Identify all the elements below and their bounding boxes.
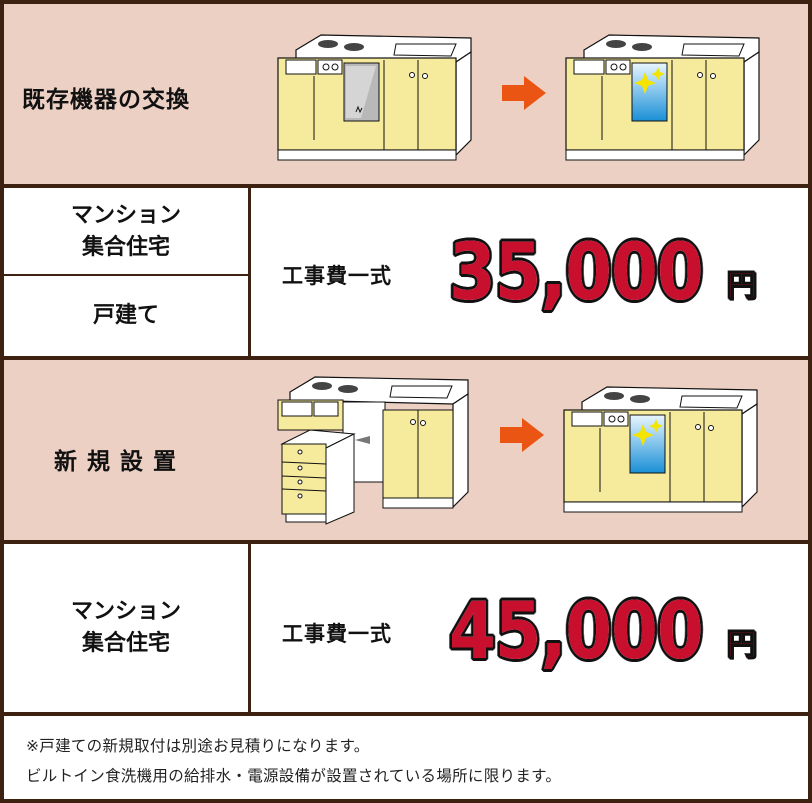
note-line: ※戸建ての新規取付は別途お見積りになります。 <box>26 737 370 755</box>
section-new-install: 新規設置 <box>4 360 808 540</box>
section-replacement: 既存機器の交換 <box>4 4 808 184</box>
price-new-install: 45,000 円 <box>448 587 789 677</box>
divider-vertical <box>248 188 251 356</box>
label-line: マンション <box>70 599 181 624</box>
divider-vertical <box>248 544 251 712</box>
label-detached-house: 戸建て <box>4 276 248 356</box>
price-unit: 円 <box>727 628 758 663</box>
section-title-replacement: 既存機器の交換 <box>22 87 190 113</box>
kitchen-old-dishwasher-illustration <box>277 34 472 161</box>
label-apartment: マンション 集合住宅 <box>4 188 248 276</box>
divider <box>4 356 808 360</box>
section-title-new-install: 新規設置 <box>54 449 186 475</box>
divider <box>4 184 808 188</box>
label-line: マンション <box>70 203 181 228</box>
divider <box>4 712 808 716</box>
arrow-right-icon <box>500 418 544 452</box>
kitchen-new-dishwasher-illustration <box>563 386 758 513</box>
price-amount: 35,000 <box>448 228 704 318</box>
fee-label: 工事費一式 <box>282 264 392 288</box>
divider <box>4 540 808 544</box>
label-line: 集合住宅 <box>81 235 170 260</box>
kitchen-cabinet-removed-illustration <box>277 376 469 525</box>
label-line: 戸建て <box>92 303 159 328</box>
label-line: 集合住宅 <box>81 631 170 656</box>
fee-label: 工事費一式 <box>282 622 392 646</box>
price-replacement: 35,000 円 <box>448 228 789 318</box>
kitchen-new-dishwasher-illustration <box>565 34 760 161</box>
divider <box>4 274 248 276</box>
label-apartment: マンション 集合住宅 <box>4 544 248 712</box>
note-line: ビルトイン食洗機用の給排水・電源設備が設置されている場所に限ります。 <box>26 767 562 785</box>
price-amount: 45,000 <box>448 587 704 677</box>
arrow-right-icon <box>502 76 546 110</box>
price-unit: 円 <box>727 269 758 304</box>
